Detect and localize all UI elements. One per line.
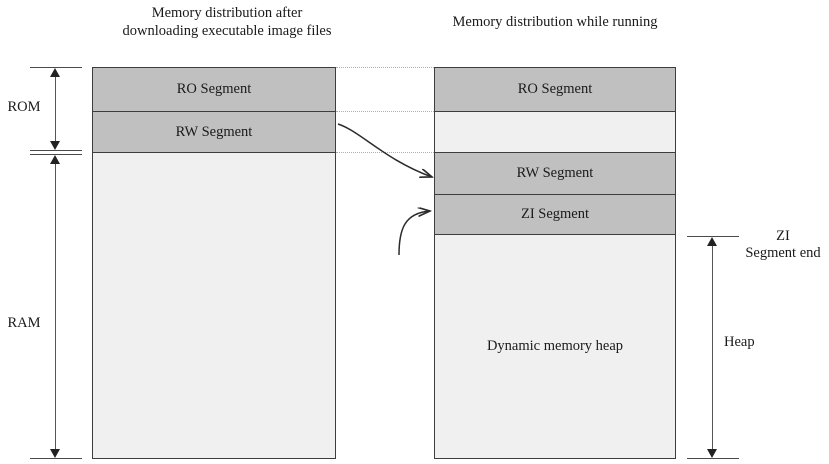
rom-bracket-tick-bottom <box>30 150 82 151</box>
left-segment-rw-label: RW Segment <box>175 123 253 140</box>
right-segment-rw: RW Segment <box>434 152 676 194</box>
ram-bracket-line <box>55 157 56 455</box>
connector-line-top <box>336 67 434 68</box>
zi-creation-arrow <box>398 211 430 256</box>
right-segment-heap-label: Dynamic memory heap <box>486 338 624 354</box>
ram-bracket-tick-top <box>30 154 82 155</box>
right-segment-zi-label: ZI Segment <box>520 206 590 222</box>
left-segment-ro: RO Segment <box>92 67 336 111</box>
connector-line-middle <box>336 111 434 112</box>
rom-bracket-tick-top <box>30 67 82 68</box>
rw-migration-arrow <box>337 123 432 177</box>
ram-bracket-label: RAM <box>7 315 41 331</box>
heap-bracket-arrow-up <box>707 237 717 246</box>
right-segment-ro-label: RO Segment <box>517 81 593 97</box>
right-segment-rw-label: RW Segment <box>516 165 594 181</box>
right-segment-zi: ZI Segment <box>434 194 676 234</box>
left-segment-ro-label: RO Segment <box>176 81 252 97</box>
ram-bracket-arrow-down <box>50 449 60 458</box>
rom-bracket-arrow-up <box>50 68 60 77</box>
heap-bracket-line <box>712 239 713 456</box>
right-segment-gap <box>434 111 676 152</box>
left-panel-title: Memory distribution after downloading ex… <box>122 5 332 39</box>
heap-bracket-label: Heap <box>724 334 755 350</box>
heap-bracket-arrow-down <box>707 449 717 458</box>
right-panel-title: Memory distribution while running <box>452 14 658 30</box>
right-segment-heap: Dynamic memory heap <box>434 234 676 459</box>
left-segment-rw: RW Segment <box>92 111 336 152</box>
zi-segment-end-label: ZI Segment end <box>745 228 821 261</box>
rom-bracket-line <box>55 70 56 147</box>
ram-bracket-tick-bottom <box>30 458 82 459</box>
left-segment-free <box>92 152 336 459</box>
heap-bracket-tick-top <box>687 236 739 237</box>
rom-bracket-label: ROM <box>7 99 41 115</box>
heap-bracket-tick-bottom <box>687 458 739 459</box>
ram-bracket-arrow-up <box>50 155 60 164</box>
rom-bracket-arrow-down <box>50 141 60 150</box>
right-segment-ro: RO Segment <box>434 67 676 111</box>
